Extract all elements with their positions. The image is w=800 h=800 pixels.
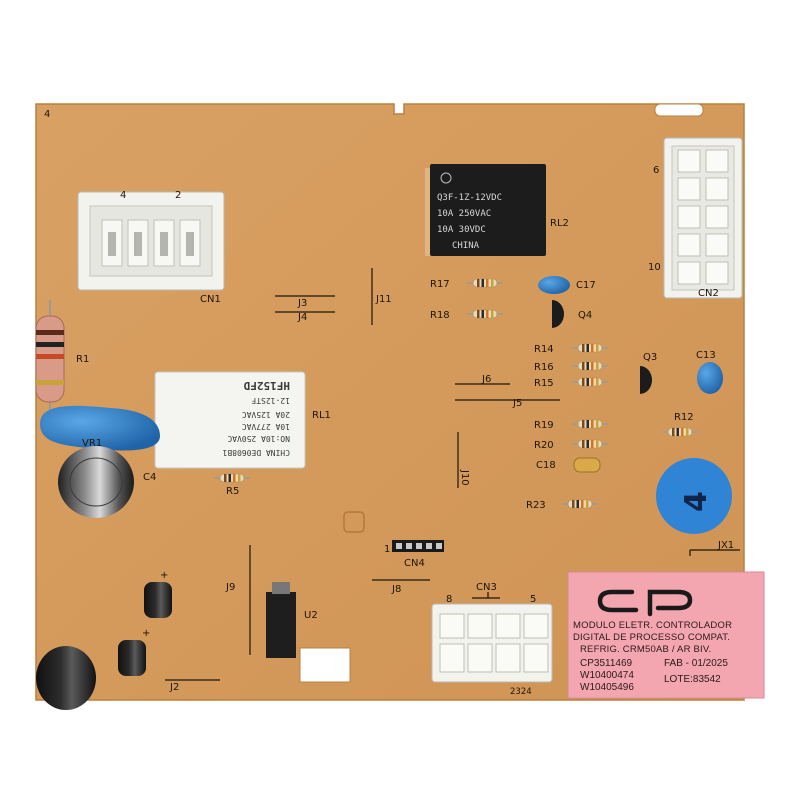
product-label: MODULO ELETR. CONTROLADOR DIGITAL DE PRO… [567, 571, 765, 699]
elco-cap-large [36, 646, 96, 710]
label-line-2: DIGITAL DE PROCESSO COMPAT. [573, 632, 730, 643]
c13-label: C13 [696, 350, 716, 361]
r18-resistor: R18 [430, 309, 504, 321]
silkscreen-lines [165, 268, 740, 681]
faint-mark [343, 511, 365, 533]
r18-label: R18 [430, 310, 450, 321]
j9-label: J9 [225, 582, 235, 593]
cn2-pin-top: 6 [653, 165, 659, 176]
blue-badge-number: 4 [679, 491, 714, 512]
j5-label: J5 [512, 398, 522, 409]
cn3-pin-right: 5 [530, 594, 536, 605]
r5-label: R5 [226, 486, 239, 497]
label-fab: FAB - 01/2025 [664, 658, 728, 669]
cn1-label: CN1 [200, 294, 221, 305]
cn2-pin-bottom: 10 [648, 262, 661, 273]
elco-cap-2: + [118, 628, 150, 676]
j6-label: J6 [481, 374, 491, 385]
cn1-connector: 4 2 CN1 [77, 190, 225, 305]
c18-label: C18 [536, 460, 556, 471]
c18-capacitor: C18 [536, 457, 601, 473]
rl1-relay: CHINA DE0608B1 NO:10A 250VAC 10A 277VAC … [154, 371, 331, 469]
q4-transistor: Q4 [552, 300, 592, 328]
c13-capacitor: C13 [696, 350, 723, 394]
r14-resistor: R14 [534, 343, 609, 355]
r14-label: R14 [534, 344, 554, 355]
u2-label: U2 [304, 610, 318, 621]
cn4-label: CN4 [404, 558, 425, 569]
cn3-connector: CN3 8 5 [431, 582, 553, 683]
c17-label: C17 [576, 280, 596, 291]
rl2-label: RL2 [550, 218, 569, 229]
j11-label: J11 [375, 294, 392, 305]
label-lote: LOTE:83542 [664, 674, 721, 685]
r23-label: R23 [526, 500, 546, 511]
label-ref-1: W10400474 [580, 670, 634, 681]
r19-resistor: R19 [534, 419, 609, 431]
jx1-label: JX1 [717, 540, 734, 551]
rl1-line-1: CHINA DE0608B1 [222, 448, 290, 457]
r20-label: R20 [534, 440, 554, 451]
cn3-pin-left: 8 [446, 594, 452, 605]
label-line-1: MODULO ELETR. CONTROLADOR [573, 620, 732, 631]
r23-resistor: R23 [526, 499, 599, 511]
rl1-line-4: 20A 125VAC [242, 410, 290, 419]
r16-resistor: R16 [534, 361, 609, 373]
label-part-code: CP3511469 [580, 658, 633, 669]
r5-resistor: R5 [213, 473, 251, 497]
r15-resistor: R15 [534, 377, 609, 389]
rl2-line-1: Q3F-1Z-12VDC [437, 193, 502, 203]
c4-capacitor: C4 [58, 446, 156, 518]
rl2-relay: Q3F-1Z-12VDC 10A 250VAC 10A 30VDC CHINA … [425, 164, 569, 256]
blue-badge: 4 [656, 458, 732, 534]
label-line-3: REFRIG. CRM50AB / AR BIV. [580, 644, 711, 655]
rl2-line-3: 10A 30VDC [437, 225, 486, 235]
elco-cap-1: + [144, 570, 172, 618]
cn4-header: 1 CN4 [384, 540, 444, 569]
j8-label: J8 [391, 584, 401, 595]
c4-label: C4 [143, 472, 156, 483]
r20-resistor: R20 [534, 439, 609, 451]
q3-label: Q3 [643, 352, 657, 363]
r17-resistor: R17 [430, 278, 504, 290]
corner-mark: 4 [44, 109, 50, 120]
c17-capacitor: C17 [538, 276, 596, 294]
r19-label: R19 [534, 420, 554, 431]
j4-label: J4 [297, 312, 307, 323]
r17-label: R17 [430, 279, 450, 290]
cn2-connector: 6 10 CN2 [648, 137, 743, 299]
label-ref-2: W10405496 [580, 682, 634, 693]
j10-label: J10 [459, 469, 470, 486]
vr1-label: VR1 [82, 438, 102, 449]
elco-plus-2: + [142, 628, 150, 639]
elco-plus-1: + [160, 570, 168, 581]
vr1-varistor: VR1 [40, 405, 160, 451]
cn3-label: CN3 [476, 582, 497, 593]
rl1-line-3: 10A 277VAC [242, 422, 290, 431]
board-number: 2324 [510, 687, 532, 697]
rl1-line-5: 12-12STF [251, 396, 290, 405]
r12-label: R12 [674, 412, 694, 423]
q4-label: Q4 [578, 310, 592, 321]
r1-label: R1 [76, 354, 89, 365]
rl2-line-2: 10A 250VAC [437, 209, 491, 219]
rl1-line-2: NO:10A 250VAC [227, 434, 290, 443]
r12-resistor: R12 [661, 412, 699, 437]
cp-logo [597, 589, 693, 617]
cn4-pin-one: 1 [384, 544, 390, 555]
cn1-pin-a: 4 [120, 190, 126, 201]
rl1-label: RL1 [312, 410, 331, 421]
r1-resistor: R1 [35, 300, 89, 420]
r15-label: R15 [534, 378, 554, 389]
r16-label: R16 [534, 362, 554, 373]
cn1-pin-b: 2 [175, 190, 181, 201]
j2-label: J2 [169, 682, 179, 693]
rl2-line-4: CHINA [452, 241, 480, 251]
rl1-line-6: HF152FD [243, 379, 290, 392]
cn2-label: CN2 [698, 288, 719, 299]
u2-regulator: U2 [266, 582, 318, 658]
q3-transistor: Q3 [640, 352, 657, 394]
j3-label: J3 [297, 298, 307, 309]
